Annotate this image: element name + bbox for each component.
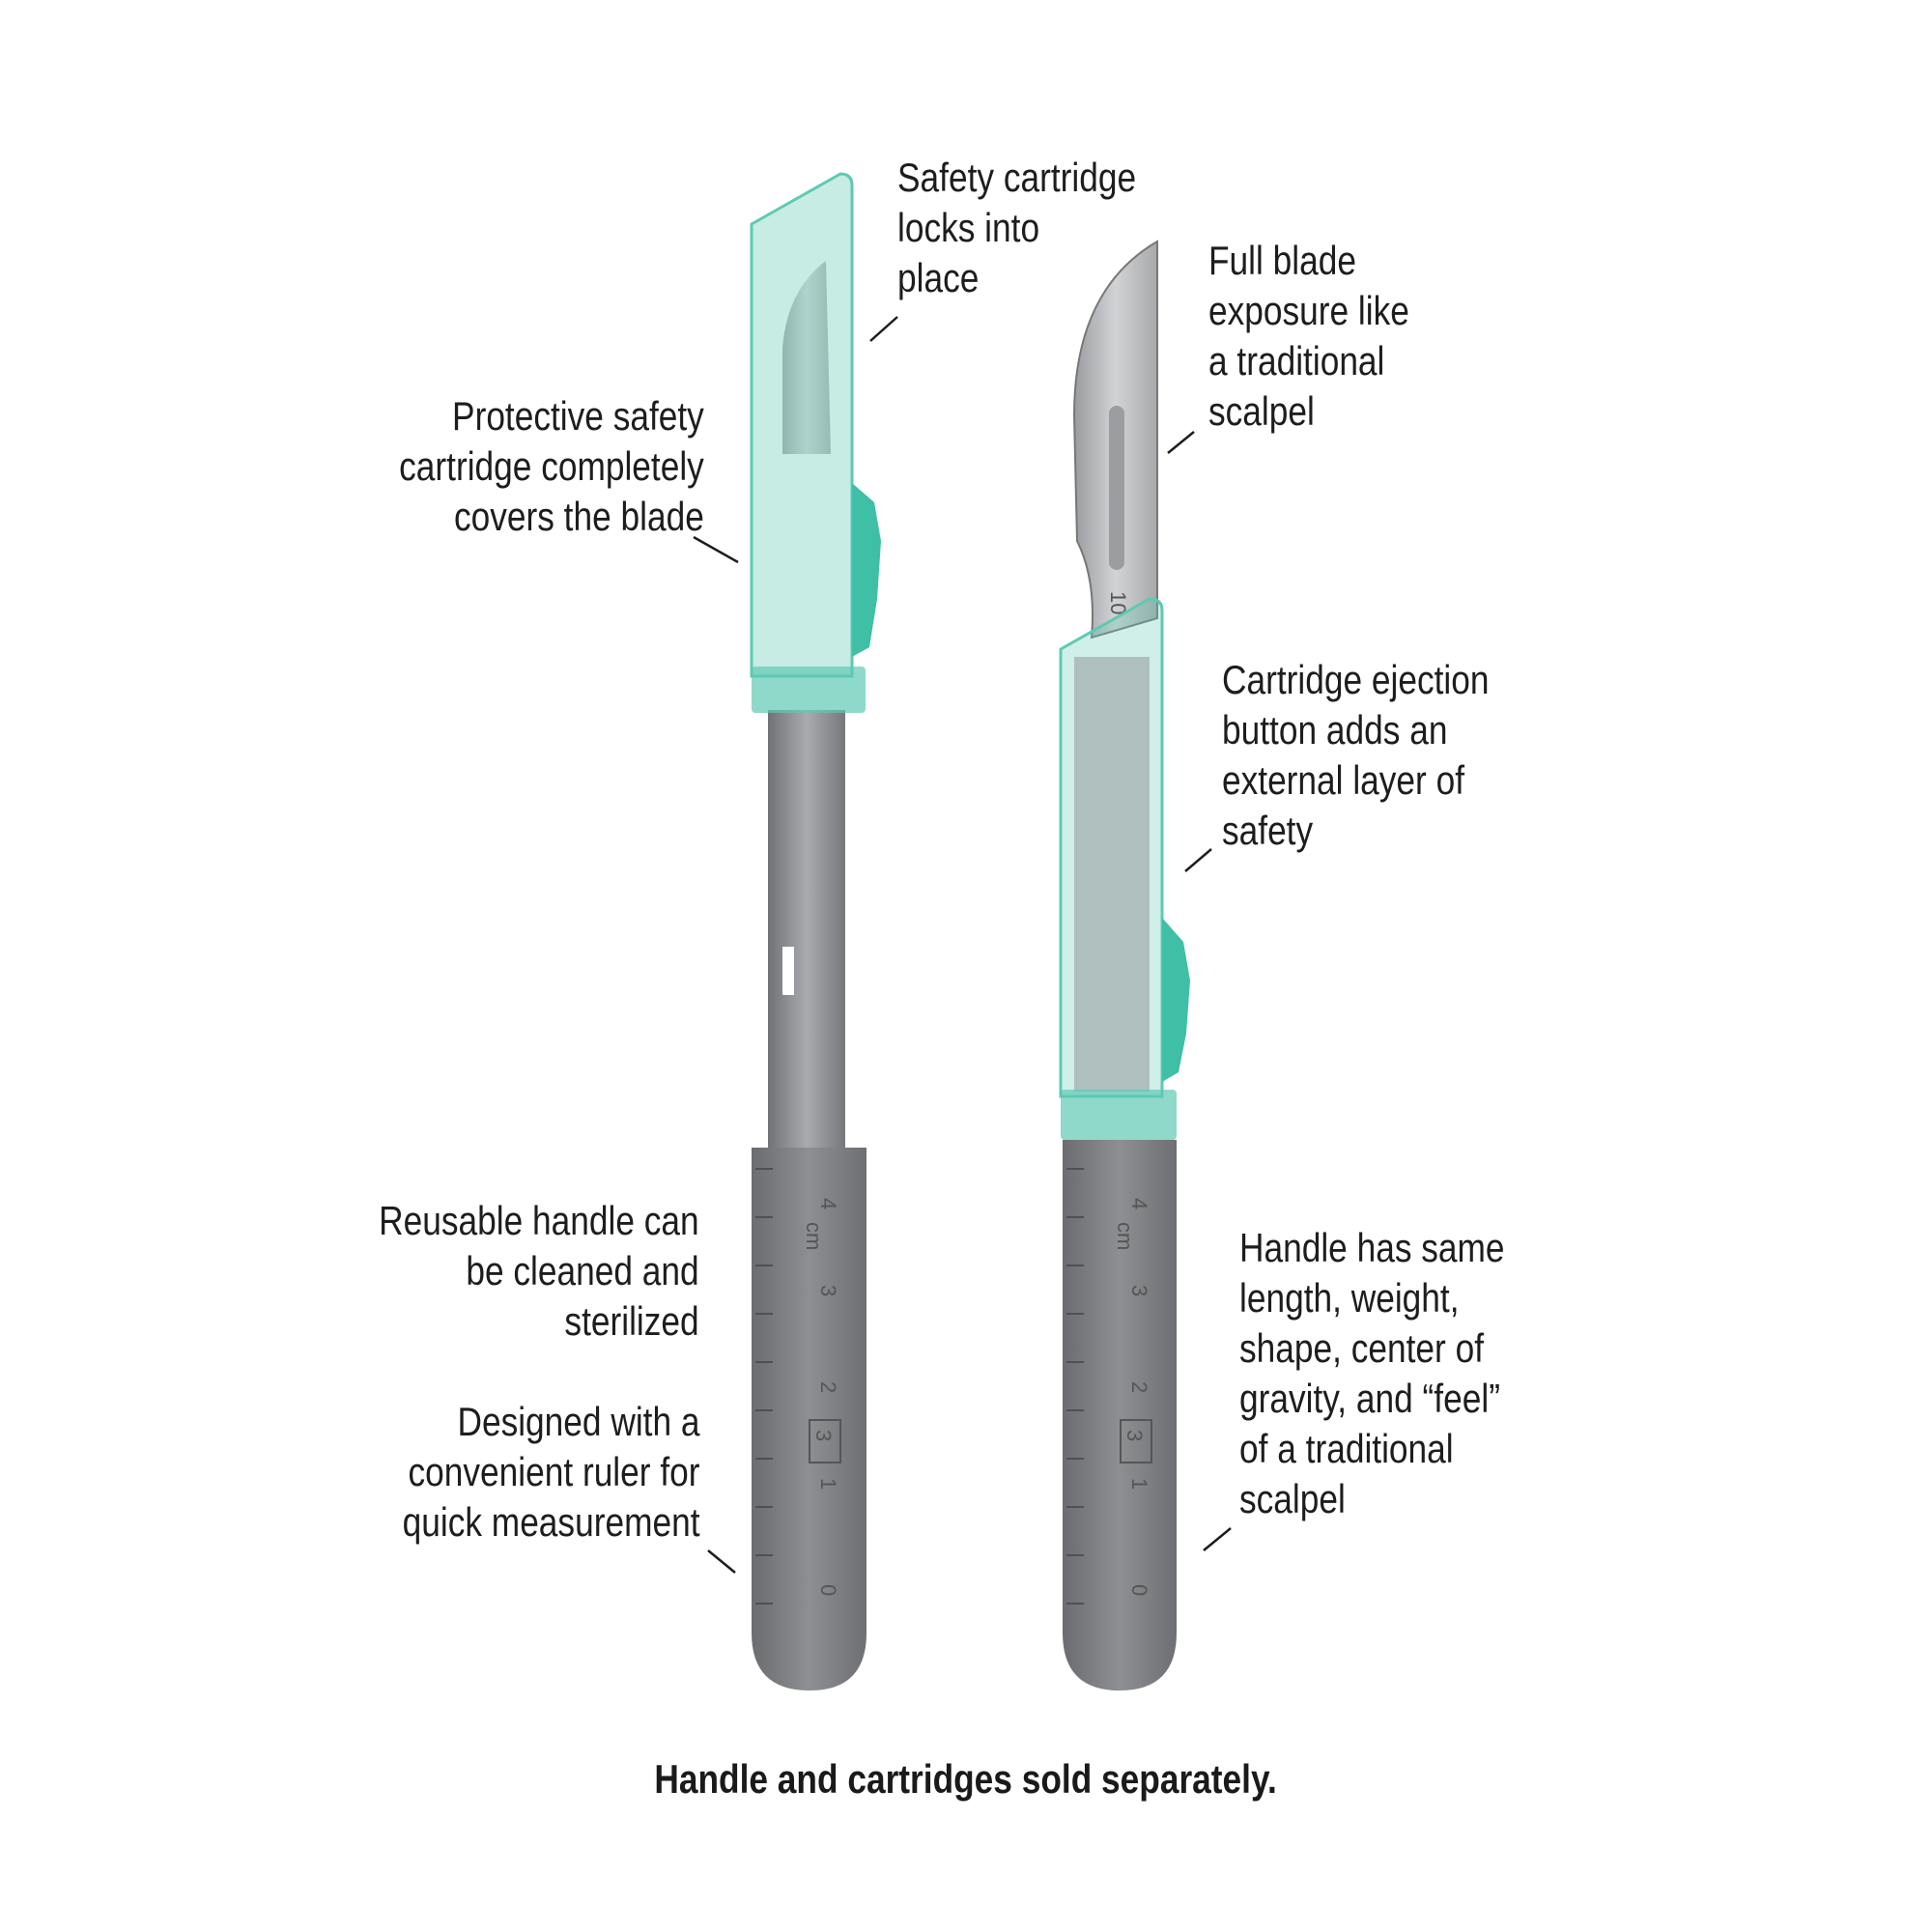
- callout-line: button adds an: [1222, 707, 1448, 753]
- left-size-badge-text: 3: [811, 1430, 836, 1441]
- right-ruler-2: 2: [1127, 1381, 1151, 1393]
- leader-line-ruler: [707, 1549, 736, 1574]
- callout-line: Full blade: [1208, 238, 1356, 283]
- left-shaft: [768, 710, 845, 1154]
- leader-line-ejection: [1184, 848, 1212, 872]
- callout-line: of a traditional: [1239, 1426, 1454, 1471]
- right-ejection-button: [1162, 918, 1190, 1082]
- right-ruler-ticks: [1066, 1168, 1084, 1605]
- callout-line: sterilized: [564, 1298, 699, 1344]
- left-cartridge-collar: [752, 667, 866, 713]
- callout-ruler: Designed with a convenient ruler for qui…: [402, 1397, 699, 1548]
- right-handle: [1063, 1140, 1177, 1690]
- left-ruler-4: 4: [816, 1198, 840, 1209]
- footer-note: Handle and cartridges sold separately.: [0, 1756, 1932, 1803]
- callout-line: exposure like: [1208, 288, 1409, 333]
- footer-text: Handle and cartridges sold separately.: [654, 1756, 1278, 1802]
- left-ruler-0: 0: [816, 1584, 840, 1596]
- left-ruler-unit: cm: [802, 1222, 826, 1250]
- callout-same-handle: Handle has same length, weight, shape, c…: [1239, 1223, 1505, 1524]
- callout-line: Cartridge ejection: [1222, 657, 1490, 702]
- left-ejection-button: [852, 483, 881, 657]
- callout-safety-cartridge-locks: Safety cartridge locks into place: [897, 153, 1136, 303]
- callout-line: Protective safety: [452, 393, 704, 439]
- callout-line: be cleaned and: [466, 1248, 699, 1293]
- left-ruler-ticks: [755, 1168, 773, 1605]
- callout-line: Handle has same: [1239, 1225, 1505, 1270]
- leader-lines: [693, 316, 1232, 1574]
- callout-line: Reusable handle can: [379, 1198, 699, 1243]
- right-cartridge-collar: [1061, 1090, 1177, 1140]
- callout-line: length, weight,: [1239, 1275, 1460, 1321]
- leader-line-protective: [693, 535, 739, 564]
- callout-line: Safety cartridge: [897, 155, 1137, 200]
- left-shaft-slot: [782, 947, 794, 995]
- callout-line: scalpel: [1208, 388, 1315, 434]
- callout-line: shape, center of: [1239, 1325, 1485, 1371]
- right-blade-slot: [1109, 406, 1124, 570]
- right-scalpel: 4 cm 3 2 3 1 0 10: [1059, 240, 1190, 1690]
- callout-line: external layer of: [1222, 757, 1465, 803]
- leader-line-full-blade: [1167, 431, 1195, 454]
- left-safety-cartridge: [750, 172, 854, 678]
- left-enclosed-blade: [782, 261, 831, 454]
- callout-line: place: [897, 255, 980, 300]
- callout-line: safety: [1222, 808, 1314, 853]
- callout-line: a traditional: [1208, 338, 1385, 384]
- left-ruler-2: 2: [816, 1381, 840, 1393]
- right-ruler-unit: cm: [1113, 1222, 1137, 1250]
- right-cartridge-inner-steel: [1074, 657, 1150, 1092]
- leader-line-same-handle: [1203, 1527, 1232, 1551]
- callout-line: Designed with a: [456, 1399, 699, 1444]
- right-ruler-4: 4: [1127, 1198, 1151, 1209]
- right-size-badge-text: 3: [1122, 1430, 1147, 1441]
- callout-line: gravity, and “feel”: [1239, 1376, 1500, 1421]
- right-ruler-0: 0: [1127, 1584, 1151, 1596]
- callout-protective-cartridge: Protective safety cartridge completely c…: [399, 391, 704, 542]
- right-ruler-3: 3: [1127, 1285, 1151, 1296]
- leader-line-safety-cartridge: [869, 316, 898, 342]
- callout-line: cartridge completely: [399, 443, 704, 489]
- left-scalpel: 4 cm 3 2 3 1 0: [750, 172, 881, 1690]
- callout-line: quick measurement: [402, 1499, 699, 1545]
- left-ruler-3: 3: [816, 1285, 840, 1296]
- callout-ejection-button: Cartridge ejection button adds an extern…: [1222, 655, 1490, 856]
- right-size-badge: [1120, 1419, 1152, 1463]
- callout-line: scalpel: [1239, 1476, 1346, 1521]
- callout-line: covers the blade: [454, 494, 704, 539]
- callout-reusable-handle: Reusable handle can be cleaned and steri…: [380, 1196, 699, 1347]
- left-ruler-1: 1: [816, 1478, 840, 1490]
- right-ruler-1: 1: [1127, 1478, 1151, 1490]
- callout-line: locks into: [897, 205, 1040, 250]
- callout-line: convenient ruler for: [407, 1449, 699, 1494]
- left-size-badge: [809, 1419, 841, 1463]
- callout-full-blade-exposure: Full blade exposure like a traditional s…: [1208, 236, 1409, 437]
